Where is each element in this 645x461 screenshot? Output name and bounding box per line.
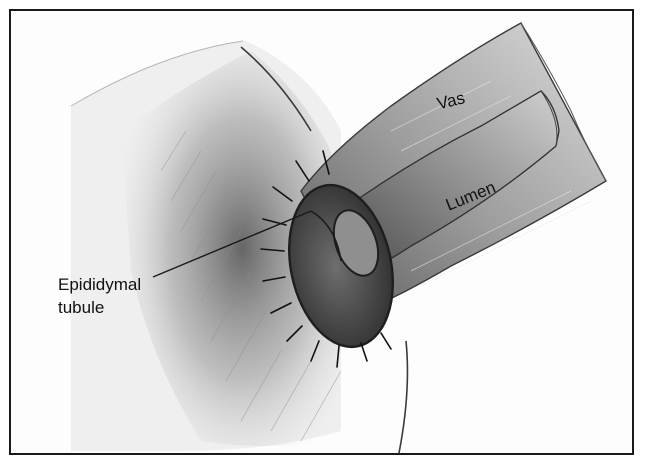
label-epididymal-line1: Epididymal xyxy=(58,273,141,296)
figure-frame: Vas Lumen Epididymal tubule xyxy=(9,9,634,455)
vasoepididymostomy-illustration xyxy=(11,11,632,453)
label-epididymal-tubule: Epididymal tubule xyxy=(58,273,141,319)
label-epididymal-line2: tubule xyxy=(58,296,141,319)
